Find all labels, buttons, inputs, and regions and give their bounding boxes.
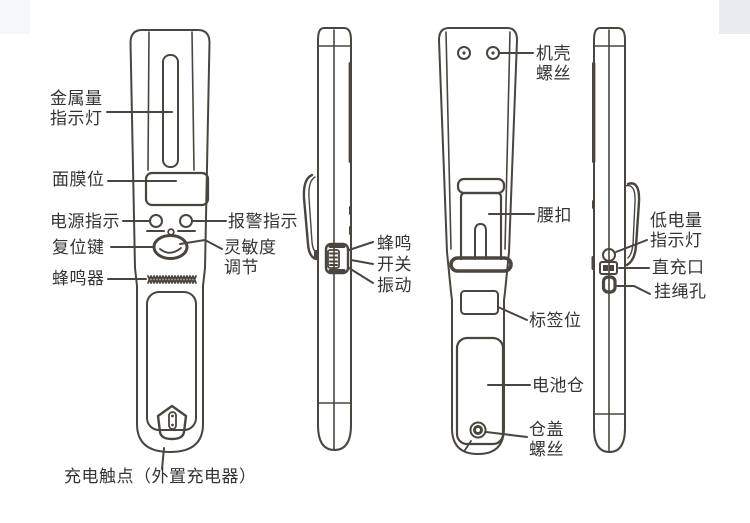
mode-switch-caps — [328, 245, 346, 272]
charging-contact-pill — [168, 411, 177, 430]
belt-clip-bar — [449, 256, 513, 273]
label-cover-screw: 仓盖 螺丝 — [529, 420, 564, 459]
label-membrane-area: 面膜位 — [52, 170, 105, 189]
corner-block-right — [719, 0, 750, 34]
label-low-battery: 低电量 指示灯 — [650, 211, 703, 250]
side-edge-strip — [348, 62, 352, 163]
back-outline — [438, 27, 518, 455]
leader-charging-contact — [161, 447, 165, 470]
charge-port — [599, 261, 618, 275]
belt-clip-right-inner — [624, 184, 636, 259]
front-outline — [129, 29, 211, 453]
front-bevel-lines — [147, 31, 195, 171]
leader-cover-screw — [485, 431, 528, 438]
charge-port-pin-2 — [609, 265, 614, 271]
label-battery: 电池仓 — [532, 376, 585, 395]
side-outline — [317, 27, 352, 451]
sensitivity-knob — [152, 234, 189, 260]
back-view — [438, 27, 518, 455]
alarm-led — [179, 214, 193, 228]
mode-switch — [324, 242, 350, 275]
label-charge-port: 直充口 — [652, 258, 705, 277]
mode-switch-knob — [327, 249, 340, 269]
label-alarm-indicator: 报警指示 — [228, 212, 298, 231]
leader-lanyard — [616, 285, 651, 295]
belt-clip-side — [302, 173, 318, 261]
label-buzzer: 蜂鸣器 — [52, 269, 105, 288]
leader-label-slot — [497, 306, 528, 321]
charging-contact — [156, 404, 188, 441]
right-edge-strip — [592, 62, 596, 163]
lanyard-hole — [601, 275, 617, 294]
belt-clip-cap — [456, 177, 506, 195]
knob-curve — [159, 247, 182, 254]
case-screw-left — [457, 46, 471, 60]
belt-clip-foot — [314, 250, 319, 260]
battery-cover — [455, 336, 505, 446]
belt-clip-spring — [474, 223, 487, 260]
mode-switch-ribs — [329, 252, 338, 266]
corner-block-left — [0, 0, 30, 34]
cover-screw-tick — [464, 440, 472, 451]
leader-vibrate-mode — [348, 267, 374, 284]
right-outline — [593, 27, 626, 453]
label-charging-contact: 充电触点（外置充电器） — [64, 467, 257, 486]
belt-clip-body — [459, 191, 503, 261]
membrane-panel — [144, 171, 210, 207]
right-edge-tick-1 — [592, 200, 595, 209]
side-edge-tick-2 — [349, 226, 352, 235]
leader-buzz-mode — [348, 241, 374, 251]
belt-clip-side-inner — [308, 176, 319, 255]
leader-low-battery — [615, 239, 648, 253]
label-belt-clip: 腰扣 — [537, 206, 572, 225]
leader-switch — [350, 259, 374, 265]
charge-port-pin-1 — [603, 265, 608, 271]
front-view — [129, 29, 211, 453]
label-switch: 开关 — [377, 255, 412, 274]
contact-dot-bottom — [171, 423, 174, 427]
label-slot-rect — [460, 290, 499, 315]
label-metal-indicator: 金属量 指示灯 — [50, 89, 103, 128]
label-label-slot: 标签位 — [529, 311, 582, 330]
belt-clip-right — [625, 182, 641, 267]
label-buzz-mode: 蜂鸣 — [377, 234, 412, 253]
case-screw-right-dot — [491, 51, 495, 55]
label-power-indicator: 电源指示 — [50, 212, 120, 231]
label-reset-key: 复位键 — [52, 238, 105, 257]
left-side-view — [302, 27, 352, 451]
power-led — [149, 214, 163, 228]
label-vibrate-mode: 振动 — [377, 276, 412, 295]
label-lanyard-hole: 挂绳孔 — [654, 282, 707, 301]
contact-dot-top — [171, 414, 174, 418]
label-sensitivity: 灵敏度 调节 — [224, 238, 277, 277]
leader-sensitivity — [179, 239, 223, 250]
side-edge-tick-1 — [349, 206, 352, 215]
right-edge-tick-2 — [591, 256, 595, 270]
label-case-screw: 机壳 螺丝 — [536, 44, 571, 83]
buzzer-grille — [147, 275, 197, 284]
case-screw-left-dot — [462, 51, 466, 55]
cover-screw — [469, 421, 487, 439]
grip-recess — [146, 291, 197, 431]
leader-lines — [106, 52, 651, 470]
right-side-view — [591, 27, 641, 453]
cover-screw-ring — [473, 425, 483, 435]
buzzer-grille-2 — [147, 275, 197, 284]
back-bevel-lines — [445, 31, 511, 250]
reset-dot — [167, 228, 175, 236]
